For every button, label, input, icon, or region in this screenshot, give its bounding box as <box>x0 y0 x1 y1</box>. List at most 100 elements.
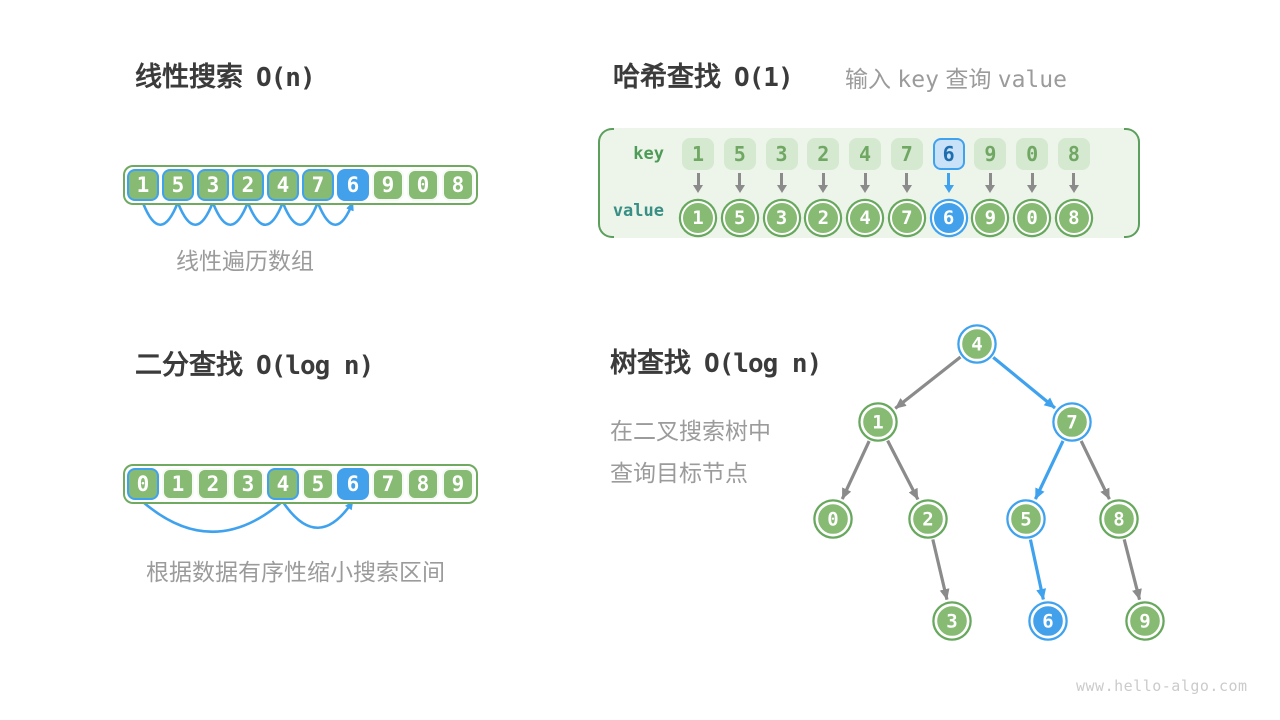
tree-node: 6 <box>1028 601 1068 641</box>
arrow-head <box>818 185 829 193</box>
hash-annotation-part: 查询 <box>938 66 998 92</box>
svg-text:1: 1 <box>872 412 883 434</box>
array-cell: 0 <box>407 169 439 201</box>
value-row-label: value <box>612 201 664 221</box>
arrow-head <box>901 185 912 193</box>
key-row-label: key <box>633 144 664 164</box>
tree-node: 8 <box>1099 499 1139 539</box>
hash-value-node: 5 <box>722 201 757 235</box>
arrow-shaft <box>696 173 700 185</box>
array-cell: 2 <box>232 169 264 201</box>
arrow-head <box>985 185 996 193</box>
arrow-head <box>1027 185 1038 193</box>
svg-text:4: 4 <box>971 334 982 356</box>
search-arc <box>176 201 215 226</box>
tree-node: 7 <box>1052 402 1092 442</box>
hash-lookup-title-text: 哈希查找 <box>613 62 721 92</box>
array-cell: 1 <box>127 169 159 201</box>
down-arrow-icon <box>776 170 787 199</box>
svg-text:8: 8 <box>1113 509 1124 531</box>
svg-text:3: 3 <box>946 611 957 633</box>
arrow-shaft <box>947 173 951 185</box>
binary-search-title-text: 二分查找 <box>135 350 243 380</box>
down-arrow-icon <box>693 170 703 199</box>
svg-text:6: 6 <box>1042 611 1053 633</box>
container-bracket-left <box>598 128 614 238</box>
hash-key-cell: 7 <box>890 138 923 170</box>
hash-value-node: 0 <box>1015 201 1050 235</box>
array-cell: 7 <box>302 169 334 201</box>
search-arc <box>281 201 320 226</box>
down-arrow-icon <box>985 170 996 199</box>
arrow-shaft <box>1030 173 1034 185</box>
hash-lookup-complexity: O(1) <box>734 63 794 93</box>
search-arc <box>281 500 355 529</box>
search-arc <box>246 201 285 226</box>
arrow-head <box>943 185 954 193</box>
array-cell-target: 6 <box>337 468 369 500</box>
hash-value-node: 4 <box>848 201 883 235</box>
tree-search-note-line2: 查询目标节点 <box>610 460 748 486</box>
hash-value-node: 6 <box>931 201 966 235</box>
arrow-shaft <box>821 173 825 185</box>
hash-annotation-part: value <box>997 67 1067 93</box>
array-cell: 2 <box>197 468 229 500</box>
tree-edge <box>1028 539 1047 600</box>
array-cell: 5 <box>302 468 334 500</box>
hash-key-cell: 3 <box>765 138 798 170</box>
array-cell: 5 <box>162 169 194 201</box>
tree-edge <box>1033 440 1065 500</box>
linear-search-caption: 线性遍历数组 <box>176 248 314 274</box>
tree-edge <box>1079 440 1111 500</box>
array-cell: 7 <box>372 468 404 500</box>
hash-key-cell: 9 <box>974 138 1007 170</box>
linear-search-complexity: O(n) <box>256 63 316 93</box>
linear-search-title: 线性搜索 O(n) <box>135 55 316 94</box>
hash-value-node: 9 <box>973 201 1008 235</box>
svg-text:0: 0 <box>827 509 838 531</box>
array-cell: 3 <box>197 169 229 201</box>
tree-edge <box>992 356 1057 410</box>
hash-lookup-title: 哈希查找 O(1) <box>613 55 794 94</box>
hash-value-node: 7 <box>889 201 924 235</box>
tree-node: 4 <box>957 324 997 364</box>
svg-text:7: 7 <box>1066 412 1077 434</box>
binary-search-complexity: O(log n) <box>256 351 374 381</box>
array-cell: 9 <box>442 468 474 500</box>
arrow-shaft <box>863 173 867 185</box>
site-watermark: www.hello-algo.com <box>1076 677 1248 695</box>
tree-edge <box>886 439 920 501</box>
hash-value-node: 2 <box>806 201 841 235</box>
hash-key-cell: 1 <box>682 138 714 170</box>
arrow-shaft <box>1072 173 1076 185</box>
binary-search-title: 二分查找 O(log n) <box>135 343 374 382</box>
search-arc <box>211 201 250 226</box>
svg-text:9: 9 <box>1139 611 1150 633</box>
search-arc <box>141 201 180 226</box>
container-bracket-right <box>1124 128 1140 238</box>
array-cell-target: 6 <box>337 169 369 201</box>
svg-text:5: 5 <box>1020 509 1031 531</box>
hash-value-node: 8 <box>1056 201 1091 235</box>
array-cell: 9 <box>372 169 404 201</box>
hash-key-cell: 0 <box>1016 138 1049 170</box>
tree-node: 0 <box>813 499 853 539</box>
array-cell: 3 <box>232 468 264 500</box>
tree-edge <box>931 539 950 601</box>
hash-key-cell: 2 <box>807 138 840 170</box>
arrow-head <box>734 185 745 193</box>
hash-lookup-annotation: 输入 key 查询 value <box>845 60 1067 94</box>
hash-annotation-part: key <box>897 67 939 93</box>
tree-search-note-line1: 在二叉搜索树中 <box>610 418 771 444</box>
search-arc <box>316 201 355 226</box>
hash-value-node: 3 <box>764 201 799 235</box>
